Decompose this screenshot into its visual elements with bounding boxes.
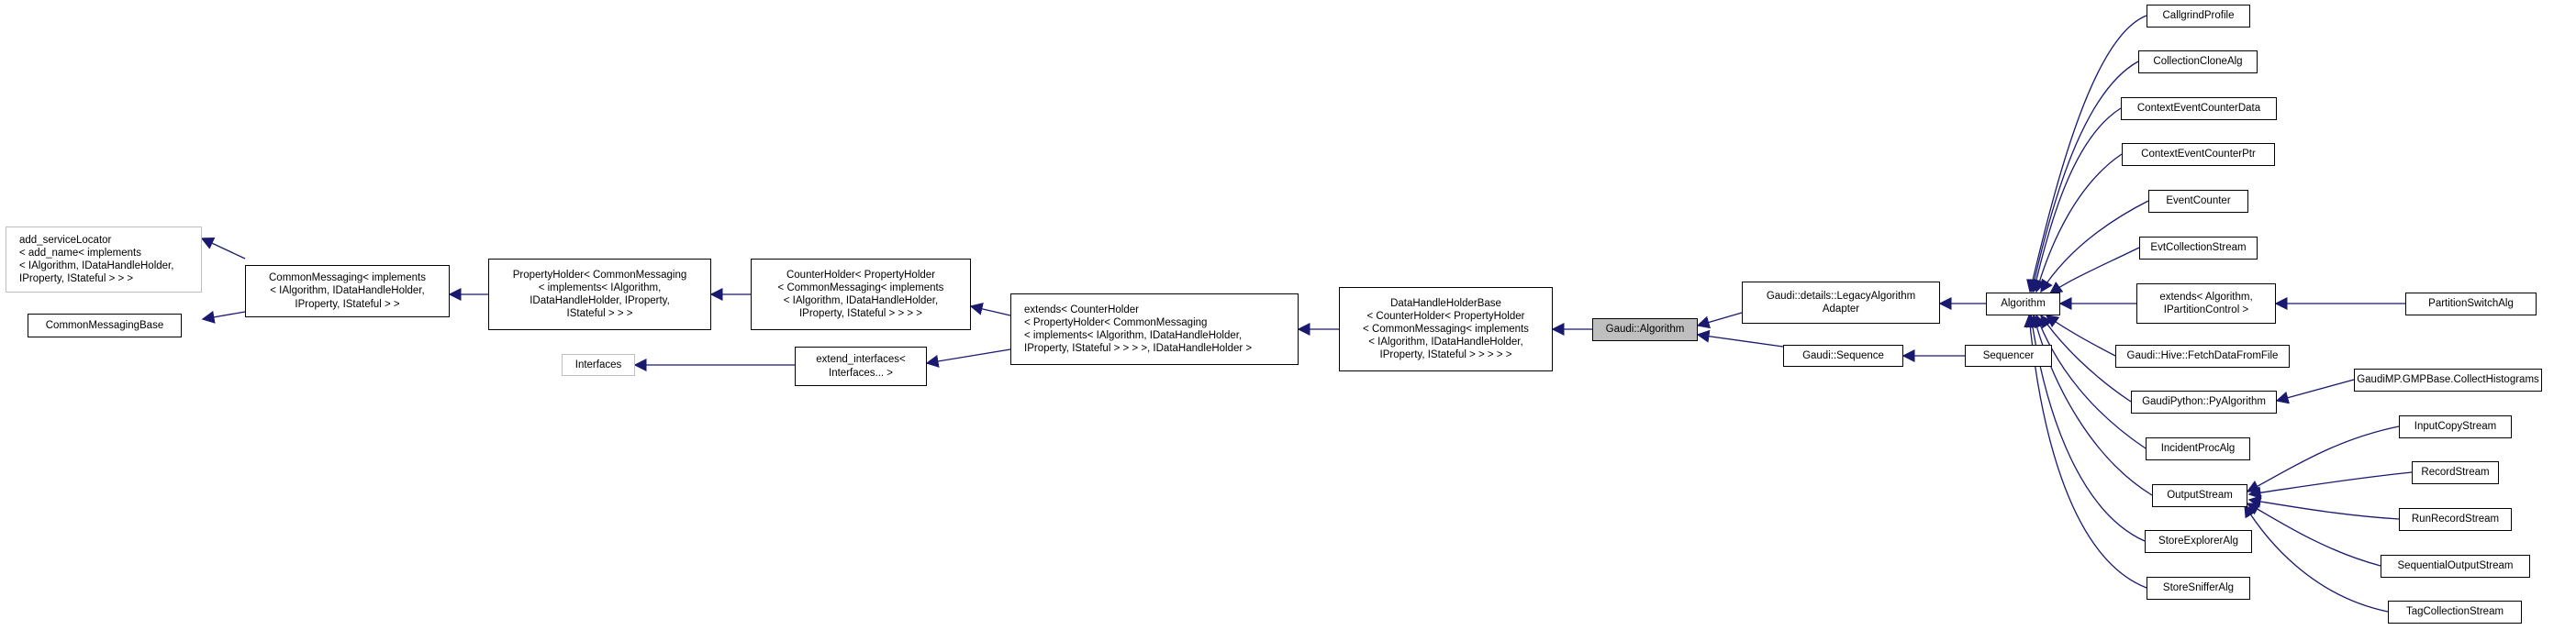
class-node-incident-proc-alg[interactable]: IncidentProcAlg (2146, 437, 2250, 460)
edge-common-messaging-to-add-service-locator (200, 238, 246, 260)
class-node-sequential-output-stream[interactable]: SequentialOutputStream (2381, 555, 2530, 578)
class-node-common-messaging-base[interactable]: CommonMessagingBase (28, 314, 182, 337)
edge-output-to-algorithm (2030, 314, 2153, 496)
class-node-run-record-stream[interactable]: RunRecordStream (2399, 508, 2512, 531)
class-node-context-event-counter-data[interactable]: ContextEventCounterData (2121, 97, 2277, 120)
class-node-collection-clone-alg[interactable]: CollectionCloneAlg (2138, 50, 2258, 73)
class-node-callgrind-profile[interactable]: CallgrindProfile (2147, 5, 2250, 28)
class-node-gaudi-algorithm: Gaudi::Algorithm (1592, 318, 1698, 341)
edge-pyalg-to-algorithm (2040, 314, 2132, 403)
class-node-input-copy-stream[interactable]: InputCopyStream (2399, 415, 2512, 438)
edge-ctxdata-to-algorithm (2030, 107, 2122, 293)
class-node-interfaces: Interfaces (562, 354, 635, 376)
class-node-legacy-algorithm-adapter[interactable]: Gaudi::details::LegacyAlgorithm Adapter (1742, 282, 1940, 324)
class-node-counter-holder[interactable]: CounterHolder< PropertyHolder < CommonMe… (751, 259, 971, 330)
class-node-tag-collection-stream[interactable]: TagCollectionStream (2388, 601, 2522, 624)
edge-record-to-output (2247, 471, 2413, 500)
edge-callgrind-to-algorithm (2026, 15, 2147, 293)
class-node-py-algorithm[interactable]: GaudiPython::PyAlgorithm (2131, 391, 2277, 414)
edge-extends-to-counter-holder (969, 303, 1011, 316)
edge-collecthist-to-pyalg (2275, 379, 2355, 404)
class-node-context-event-counter-ptr[interactable]: ContextEventCounterPtr (2122, 143, 2275, 166)
edge-tagcoll-to-output (2244, 503, 2389, 613)
class-node-gaudi-sequence[interactable]: Gaudi::Sequence (1783, 345, 1903, 367)
class-node-common-messaging[interactable]: CommonMessaging< implements < IAlgorithm… (245, 265, 450, 317)
edge-ctxptr-to-algorithm (2033, 153, 2123, 293)
class-node-store-explorer-alg[interactable]: StoreExplorerAlg (2145, 530, 2252, 553)
class-node-collect-histograms[interactable]: GaudiMP.GMPBase.CollectHistograms (2354, 369, 2542, 392)
class-node-add-service-locator: add_serviceLocator < add_name< implement… (6, 227, 202, 293)
class-node-extend-interfaces[interactable]: extend_interfaces< Interfaces... > (795, 347, 927, 386)
class-node-record-stream[interactable]: RecordStream (2412, 461, 2499, 484)
class-node-data-handle-holder-base[interactable]: DataHandleHolderBase < CounterHolder< Pr… (1339, 287, 1553, 371)
class-node-property-holder[interactable]: PropertyHolder< CommonMessaging < implem… (488, 259, 711, 330)
edge-clone-to-algorithm (2027, 61, 2139, 293)
edge-extends-to-extend-interfaces (925, 348, 1011, 368)
class-node-partition-switch-alg[interactable]: PartitionSwitchAlg (2405, 293, 2537, 315)
class-node-evt-collection-stream[interactable]: EvtCollectionStream (2139, 237, 2258, 260)
class-node-output-stream[interactable]: OutputStream (2152, 484, 2247, 507)
class-node-extends-algorithm[interactable]: extends< Algorithm, IPartitionControl > (2136, 283, 2276, 324)
class-node-extends-counter-holder[interactable]: extends< CounterHolder < PropertyHolder<… (1010, 293, 1299, 365)
class-node-event-counter[interactable]: EventCounter (2148, 190, 2248, 213)
class-node-sequencer[interactable]: Sequencer (1965, 345, 2052, 367)
edge-runrecord-to-output (2247, 495, 2400, 520)
class-node-algorithm[interactable]: Algorithm (1986, 293, 2060, 315)
edge-common-messaging-to-messaging-base (201, 310, 246, 324)
edge-incident-to-algorithm (2034, 314, 2147, 449)
class-node-fetch-data-from-file[interactable]: Gaudi::Hive::FetchDataFromFile (2115, 345, 2290, 368)
class-node-store-sniffer-alg[interactable]: StoreSnifferAlg (2147, 577, 2250, 600)
edge-inputcopy-to-output (2246, 426, 2400, 492)
edge-sequential-to-output (2246, 503, 2381, 567)
edge-sequence-to-gaudi-algorithm (1696, 329, 1784, 348)
edge-eventcounter-to-algorithm (2040, 200, 2149, 293)
edge-evtcoll-to-algorithm (2048, 247, 2140, 294)
edge-legacy-to-gaudi-algorithm (1696, 312, 1743, 329)
